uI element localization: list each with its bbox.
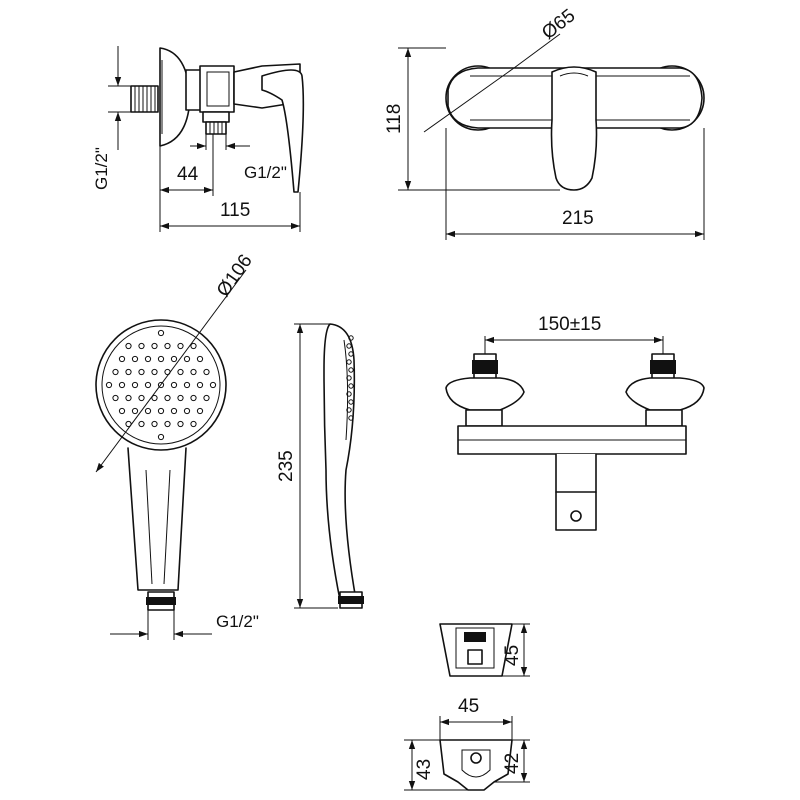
side-nozzle-dot [348, 367, 354, 373]
front-118-label: 118 [384, 104, 405, 134]
side-nozzle-dot [348, 415, 354, 421]
outlet-thread [205, 121, 227, 135]
nozzle-dot [190, 368, 197, 376]
nozzle-dot [112, 368, 119, 376]
holder-top-body [439, 739, 513, 791]
holder-height-label: 45 [502, 645, 523, 666]
nozzle-dot [131, 381, 139, 389]
holder-left-label: 43 [414, 759, 435, 780]
mixer-side-view: G1/2" 44 G1/2" 115 [92, 46, 305, 232]
nozzle-dot [112, 394, 119, 402]
nozzle-dot [118, 355, 126, 363]
nozzle-dot [105, 381, 113, 389]
nozzle-dot [170, 407, 178, 415]
handshower-235-label: 235 [276, 450, 297, 482]
holder-width-label: 45 [458, 696, 479, 717]
holder-top: 45 43 42 [404, 696, 530, 791]
nozzle-dot [177, 420, 184, 428]
nozzle-dot [151, 420, 158, 428]
nozzle-dot [177, 394, 184, 402]
nozzle-dot [157, 407, 165, 415]
nozzle-dot [151, 368, 158, 376]
nozzle-dot [151, 342, 158, 350]
front-handle [550, 66, 598, 191]
side-nozzle-dot [346, 359, 352, 365]
nozzle-dot [190, 420, 197, 428]
nozzle-dot [196, 407, 204, 415]
nozzle-dot [144, 355, 152, 363]
nozzle-dot [177, 368, 184, 376]
nozzle-dot [138, 368, 145, 376]
handshower-thread-label: G1/2" [216, 612, 259, 631]
nozzle-dot [138, 420, 145, 428]
handshower-side: 235 [276, 323, 364, 609]
side-nozzle-dot [346, 407, 352, 413]
nozzle-dot [131, 407, 139, 415]
nozzle-dot [118, 381, 126, 389]
holder-right-label: 42 [502, 753, 523, 774]
side-115-label: 115 [220, 200, 250, 221]
spacing-label: 150±15 [538, 314, 601, 335]
nozzle-dot [138, 394, 145, 402]
nozzle-dot [125, 342, 132, 350]
lever [261, 69, 305, 193]
nozzle-dot [196, 355, 204, 363]
nozzle-dot [196, 381, 204, 389]
nozzle-dot [177, 342, 184, 350]
side-nozzle-dot [348, 335, 354, 341]
side-nozzle-dot [346, 343, 352, 349]
side-nozzles [346, 335, 354, 421]
nozzle-dot [209, 381, 217, 389]
handshower-handle [127, 447, 187, 591]
mixer-front-view: Ø65 118 215 [384, 5, 705, 240]
nozzle-dot [157, 355, 165, 363]
side-thread-label: G1/2" [92, 147, 111, 190]
nozzle-dot [118, 407, 126, 415]
nozzle-dot [125, 394, 132, 402]
side-nozzle-dot [348, 399, 354, 405]
nozzle-dot [157, 381, 165, 389]
handshower-profile [323, 323, 357, 601]
nozzle-dot [183, 381, 191, 389]
side-nozzle-dot [346, 391, 352, 397]
side-44-label: 44 [177, 164, 199, 185]
nozzle-dot [157, 329, 165, 337]
side-nozzle-dot [346, 375, 352, 381]
nozzle-dot [151, 394, 158, 402]
nozzle-dot [190, 394, 197, 402]
front-215-label: 215 [562, 208, 594, 229]
side-nozzle-dot [348, 351, 354, 357]
handshower-front: Ø106 G1/2" [95, 251, 259, 640]
nozzle-dot [183, 355, 191, 363]
nozzle-dot [203, 368, 210, 376]
nozzle-dot [164, 394, 171, 402]
nozzle-dot [183, 407, 191, 415]
mixer-top-view: 150±15 [445, 314, 705, 531]
nozzle-dot [144, 407, 152, 415]
nozzle-dot [144, 381, 152, 389]
nozzle-dot [203, 394, 210, 402]
head-diameter-label: Ø106 [213, 251, 257, 301]
inlet-thread [130, 85, 159, 113]
side-nozzle-dot [348, 383, 354, 389]
nozzle-dot [164, 420, 171, 428]
outlet-block [555, 491, 597, 531]
nozzle-pattern [105, 329, 217, 441]
nozzle-dot [190, 342, 197, 350]
nozzle-dot [164, 342, 171, 350]
nozzle-dot [157, 433, 165, 441]
side-outlet-thread-label: G1/2" [244, 163, 287, 182]
holder-front: 45 [439, 623, 530, 677]
nozzle-dot [138, 342, 145, 350]
nozzle-dot [170, 355, 178, 363]
nozzle-dot [131, 355, 139, 363]
nozzle-dot [125, 368, 132, 376]
front-diameter-label: Ø65 [538, 5, 579, 44]
nozzle-dot [170, 381, 178, 389]
